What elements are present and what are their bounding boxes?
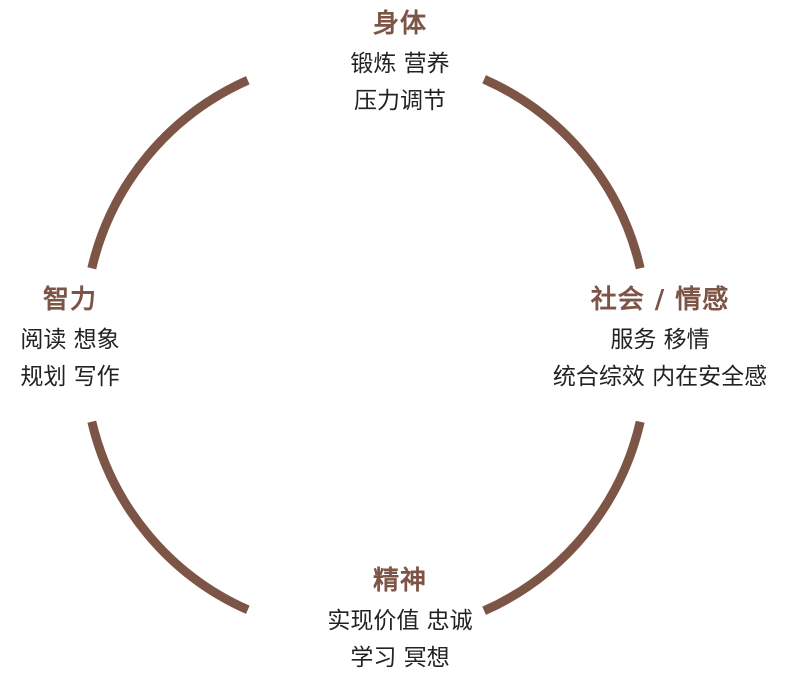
arc-bottom-right xyxy=(482,420,645,615)
node-mental-line-2: 规划 写作 xyxy=(20,364,120,390)
node-social-emotional: 社会 / 情感 服务 移情 统合综效 内在安全感 xyxy=(520,287,800,389)
node-mental-line-1: 阅读 想象 xyxy=(20,327,120,353)
node-social-emotional-line-2: 统合综效 内在安全感 xyxy=(552,364,768,390)
node-social-emotional-title: 社会 / 情感 xyxy=(590,285,730,315)
node-spiritual-line-2: 学习 冥想 xyxy=(350,645,450,671)
node-mental-title: 智力 xyxy=(42,285,97,315)
node-body-title: 身体 xyxy=(372,9,427,39)
arc-bottom-left xyxy=(87,420,250,614)
node-social-emotional-line-1: 服务 移情 xyxy=(610,327,710,353)
arc-top-left xyxy=(87,76,250,270)
node-spiritual-title: 精神 xyxy=(372,566,427,596)
node-mental: 智力 阅读 想象 规划 写作 xyxy=(0,287,140,389)
arc-top-right xyxy=(482,75,645,270)
node-body: 身体 锻炼 营养 压力调节 xyxy=(250,11,550,113)
node-spiritual-line-1: 实现价值 忠诚 xyxy=(327,608,473,634)
node-body-line-2: 压力调节 xyxy=(354,88,446,114)
node-spiritual: 精神 实现价值 忠诚 学习 冥想 xyxy=(250,568,550,670)
node-body-line-1: 锻炼 营养 xyxy=(350,51,450,77)
